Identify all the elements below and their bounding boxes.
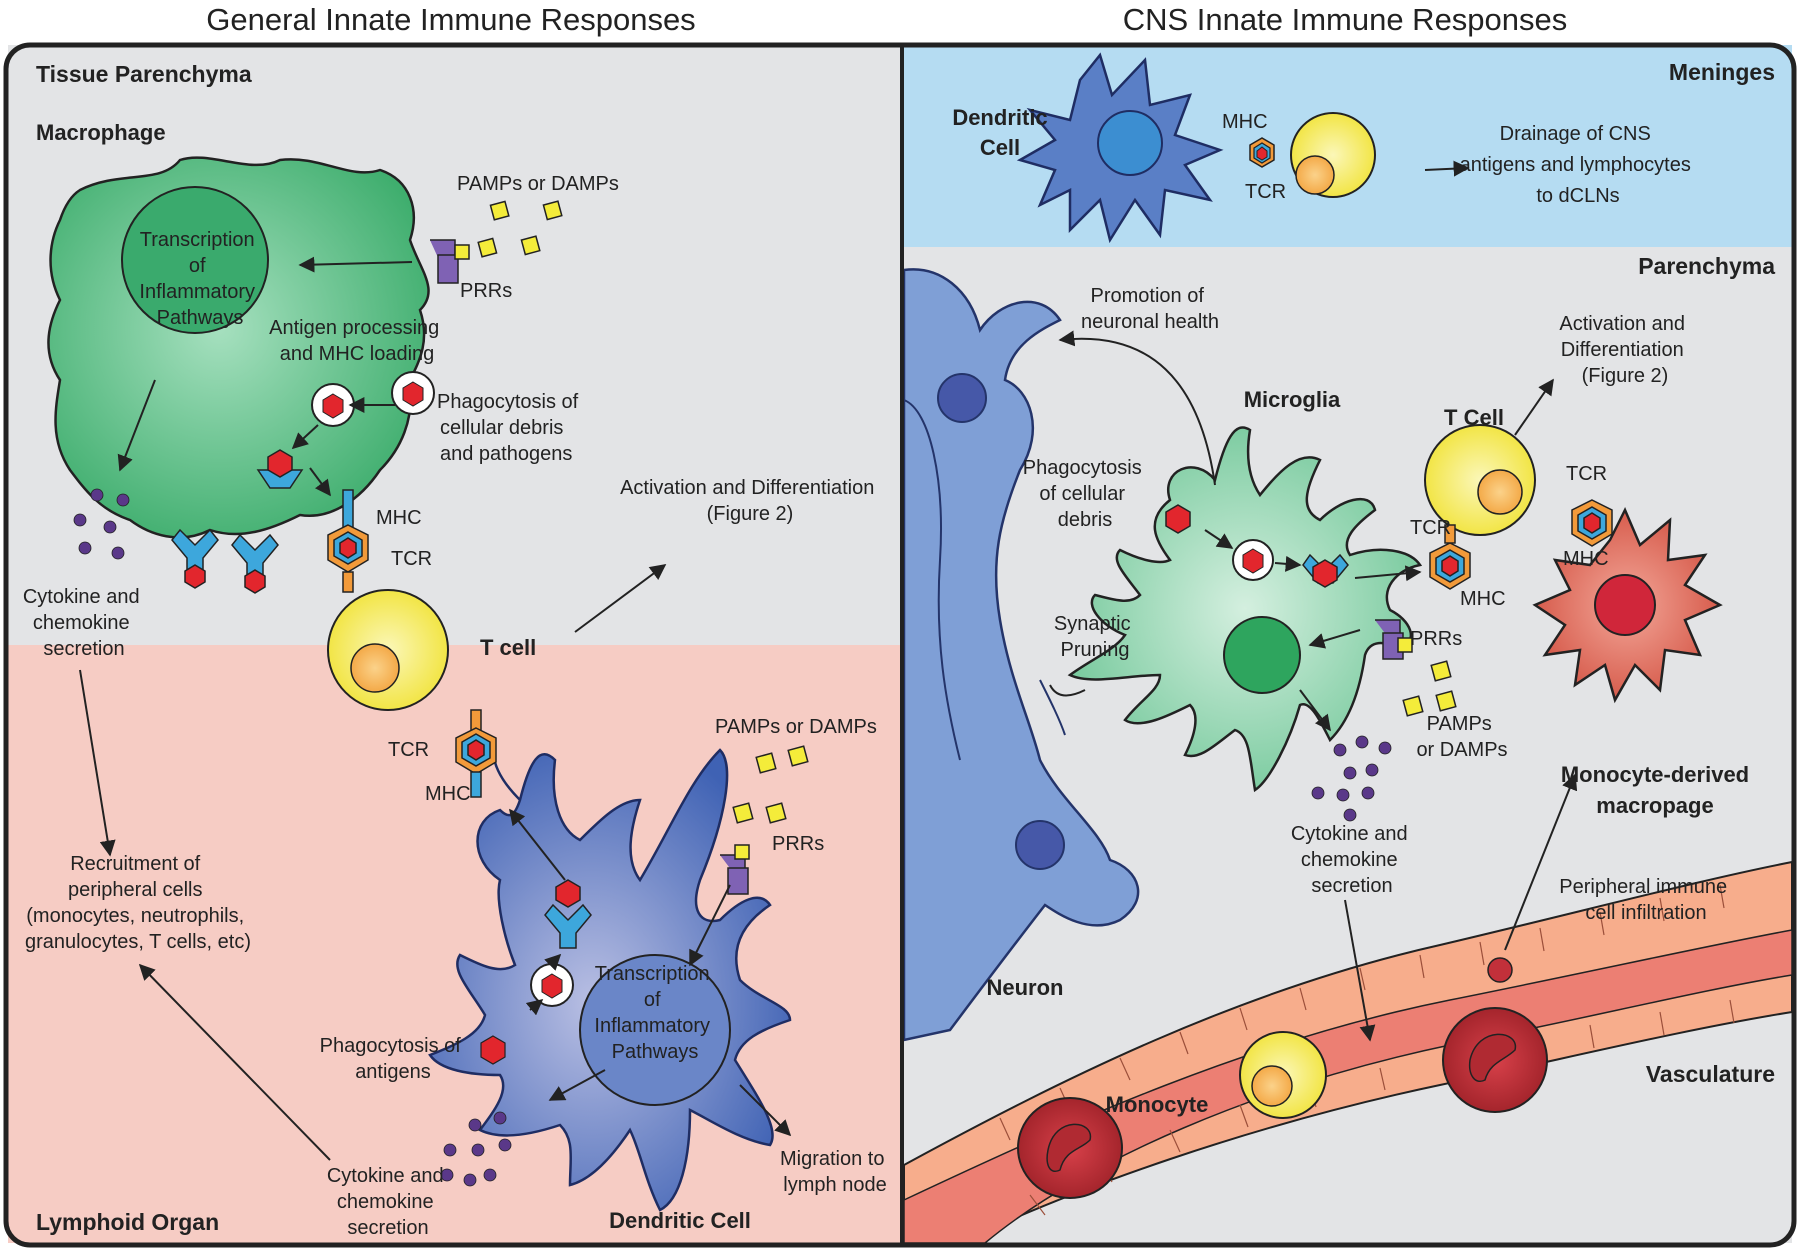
tcr-label-2: TCR bbox=[388, 739, 429, 761]
mhc-label-2: MHC bbox=[425, 783, 471, 805]
recruitment-label: Recruitment of peripheral cells (monocyt… bbox=[25, 853, 251, 953]
prrs-label-1: PRRs bbox=[460, 280, 512, 302]
cytokine-dots-3 bbox=[1311, 735, 1392, 822]
macrophage-label: Macrophage bbox=[36, 120, 166, 145]
phago-macrophage-label: Phagocytosis of cellular debris and path… bbox=[437, 391, 584, 465]
dc-prr-receptor bbox=[720, 854, 749, 895]
mhc-label-5: MHC bbox=[1563, 548, 1609, 570]
t-cell-right-label: T Cell bbox=[1444, 405, 1504, 430]
pamp-squares-2 bbox=[732, 745, 809, 860]
antigen-processing-label: Antigen processing and MHC loading bbox=[269, 317, 445, 365]
mhc-receptors-macrophage bbox=[171, 449, 304, 594]
parenchyma-label: Parenchyma bbox=[1638, 253, 1775, 279]
migration-label: Migration to lymph node bbox=[780, 1148, 890, 1196]
meninges-dendritic-cell bbox=[1016, 52, 1224, 244]
dc-mhc-antigen bbox=[544, 879, 592, 949]
mdm-label-1: Monocyte-derived bbox=[1561, 762, 1749, 787]
prrs-label-3: PRRs bbox=[1410, 628, 1462, 650]
transcription-label-1: Transcription of Inflammatory Pathways bbox=[139, 229, 260, 329]
neuron-nucleus-top bbox=[937, 373, 987, 423]
figure-frame bbox=[3, 42, 1797, 1248]
mhc-label-3: MHC bbox=[1222, 111, 1268, 133]
macrophage bbox=[47, 156, 430, 539]
cytokine-label-3: Cytokine and chemokine secretion bbox=[1291, 823, 1413, 897]
pamps-label-1: PAMPs or DAMPs bbox=[457, 173, 619, 195]
t-cell-left-label: T cell bbox=[480, 635, 536, 660]
meninges-dc-nucleus bbox=[1097, 110, 1163, 176]
cytokine-dots-1 bbox=[73, 488, 130, 560]
right-header: CNS Innate Immune Responses bbox=[1123, 2, 1568, 37]
dendritic-cell-right-label-2: Cell bbox=[980, 135, 1020, 160]
monocyte-derived-macrophage bbox=[1532, 507, 1723, 704]
phago-antigens-label: Phagocytosis of antigens bbox=[320, 1035, 467, 1083]
phago-microglia-label: Phagocytosis of cellular debris bbox=[1023, 457, 1148, 531]
left-panel bbox=[8, 45, 900, 1243]
tcr-label-3: TCR bbox=[1245, 181, 1286, 203]
t-cell-nucleus bbox=[1251, 1065, 1293, 1107]
arrows bbox=[79, 160, 1578, 1161]
mdm-label-2: macropage bbox=[1596, 793, 1713, 818]
pamp-squares-3 bbox=[1397, 637, 1457, 717]
pamps-label-2: PAMPs or DAMPs bbox=[715, 716, 877, 738]
peripheral-infiltration-label: Peripheral immune cell infiltration bbox=[1559, 876, 1732, 924]
prrs-label-2: PRRs bbox=[772, 833, 824, 855]
mhc-tcr-complex-bottom bbox=[455, 709, 497, 798]
promotion-label: Promotion of neuronal health bbox=[1081, 285, 1219, 333]
lymphoid-organ-bg bbox=[8, 645, 900, 1243]
macrophage-nucleus bbox=[121, 186, 269, 334]
left-header: General Innate Immune Responses bbox=[206, 2, 695, 37]
mdm-mhc-tcr bbox=[1571, 499, 1613, 547]
microglia-nucleus bbox=[1223, 616, 1301, 694]
mdm-nucleus bbox=[1594, 574, 1656, 636]
pamps-label-3: PAMPs or DAMPs bbox=[1416, 713, 1507, 761]
mhc-label-1: MHC bbox=[376, 507, 422, 529]
meninges-label: Meninges bbox=[1669, 59, 1775, 85]
infiltrating-cell-nucleus bbox=[1468, 1033, 1516, 1082]
vasculature-label: Vasculature bbox=[1646, 1061, 1775, 1087]
dendritic-cell-right-label-1: Dendritic bbox=[952, 105, 1047, 130]
parenchyma-t-cell bbox=[1424, 424, 1536, 536]
microglia-mhc bbox=[1302, 553, 1349, 588]
lymphoid-dendritic-cell bbox=[428, 744, 792, 1212]
monocyte-nucleus bbox=[1046, 1123, 1091, 1172]
activation-label-2: Activation and Differentiation (Figure 2… bbox=[1559, 313, 1690, 387]
cytokine-label-1: Cytokine and chemokine secretion bbox=[23, 586, 145, 660]
mhc-label-4: MHC bbox=[1460, 588, 1506, 610]
dc-nucleus bbox=[579, 954, 731, 1106]
extravasating-cell bbox=[1487, 957, 1513, 983]
drainage-label: Drainage of CNS antigens and lymphocytes… bbox=[1460, 123, 1697, 207]
meninges-t-cell bbox=[1290, 112, 1376, 198]
synaptic-label: Synaptic Pruning bbox=[1054, 613, 1136, 661]
tissue-parenchyma-label: Tissue Parenchyma bbox=[36, 61, 252, 87]
microglia-antigen-phagocytosed bbox=[1165, 504, 1274, 581]
microglia bbox=[1049, 426, 1423, 793]
phagosome-2 bbox=[391, 371, 435, 415]
left-t-cell bbox=[327, 589, 449, 711]
cytokine-dots-2 bbox=[440, 1111, 512, 1187]
tcr-label-1: TCR bbox=[391, 548, 432, 570]
microglia-mhc-tcr bbox=[1429, 524, 1471, 590]
activation-label-1: Activation and Differentiation (Figure 2… bbox=[620, 477, 880, 525]
transcription-label-2: Transcription of Inflammatory Pathways bbox=[594, 963, 715, 1063]
dendritic-cell-left-label: Dendritic Cell bbox=[609, 1208, 751, 1233]
neuron-label: Neuron bbox=[987, 975, 1064, 1000]
meninges-mhc-tcr-complex bbox=[1249, 137, 1275, 168]
monocyte-label: Monocyte bbox=[1106, 1092, 1209, 1117]
phagosome-1 bbox=[311, 383, 355, 427]
microglia-label: Microglia bbox=[1244, 387, 1341, 412]
pamp-squares-1 bbox=[454, 200, 563, 260]
tcr-label-5: TCR bbox=[1566, 463, 1607, 485]
mhc-tcr-complex-top bbox=[327, 489, 369, 593]
neuron-nucleus-bottom bbox=[1015, 820, 1065, 870]
lymphoid-organ-label: Lymphoid Organ bbox=[36, 1209, 219, 1235]
tcr-label-4: TCR bbox=[1410, 517, 1451, 539]
neuron bbox=[902, 268, 1140, 1042]
cytokine-label-2: Cytokine and chemokine secretion bbox=[327, 1165, 449, 1239]
